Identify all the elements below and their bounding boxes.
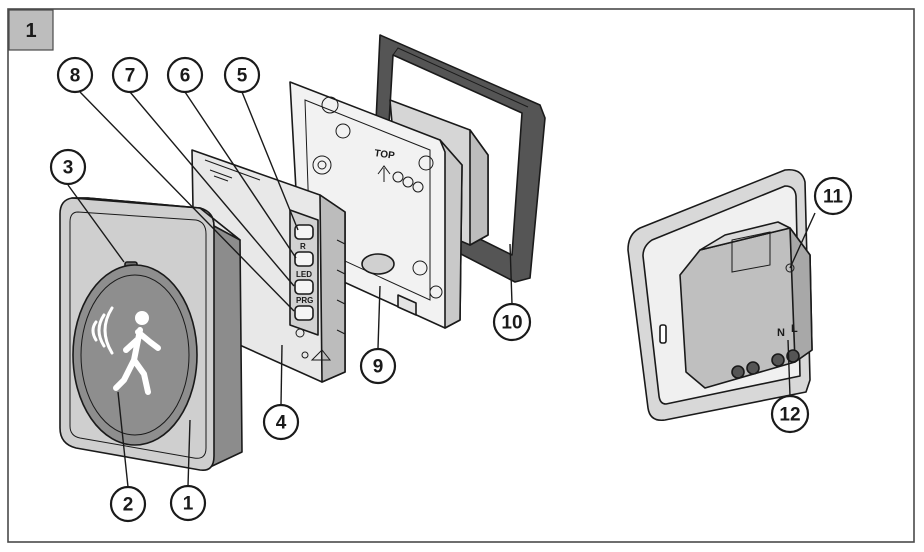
figure-number-badge: 1 — [8, 9, 54, 51]
callout-7-label: 7 — [125, 66, 136, 87]
button-r — [294, 251, 314, 267]
callout-8: 8 — [56, 56, 94, 94]
walking-person-icon — [113, 311, 161, 395]
callout-11-label: 11 — [823, 187, 844, 208]
callout-9: 9 — [359, 347, 397, 385]
callout-6: 6 — [166, 56, 204, 94]
figure-number: 1 — [25, 20, 36, 42]
leader-lines — [67, 91, 816, 488]
warning-triangle-icon — [310, 349, 332, 361]
terminal-l-label: L — [791, 323, 798, 335]
callout-3-label: 3 — [63, 158, 74, 179]
callout-1-label: 1 — [183, 494, 194, 515]
callout-1: 1 — [169, 484, 207, 522]
callout-9-label: 9 — [373, 357, 384, 378]
callout-2: 2 — [109, 485, 147, 523]
motion-sensor-icon — [91, 306, 114, 355]
callout-7: 7 — [111, 56, 149, 94]
cover-frame-part — [59, 197, 243, 472]
terminal-n-label: N — [777, 327, 785, 339]
assembled-device-rear: N L — [627, 168, 813, 422]
button-led — [294, 279, 314, 295]
button-prg-label: PRG — [296, 296, 313, 305]
callout-10-label: 10 — [501, 313, 522, 334]
top-marker-label: TOP — [374, 148, 396, 162]
callout-4-label: 4 — [276, 413, 287, 434]
callout-12: 12 — [770, 394, 810, 434]
callout-12-label: 12 — [779, 405, 800, 426]
callout-4: 4 — [262, 403, 300, 441]
callout-8-label: 8 — [70, 66, 81, 87]
button-prg — [294, 305, 314, 321]
callout-5-label: 5 — [237, 66, 248, 87]
callout-10: 10 — [492, 302, 532, 342]
callout-6-label: 6 — [180, 66, 191, 87]
callout-3: 3 — [49, 148, 87, 186]
button-r-label: R — [300, 242, 306, 251]
callout-11: 11 — [813, 176, 853, 216]
button-top — [294, 224, 314, 240]
button-led-label: LED — [296, 270, 312, 279]
top-arrow-icon — [377, 165, 391, 182]
callout-2-label: 2 — [123, 495, 134, 516]
callout-5: 5 — [223, 56, 261, 94]
